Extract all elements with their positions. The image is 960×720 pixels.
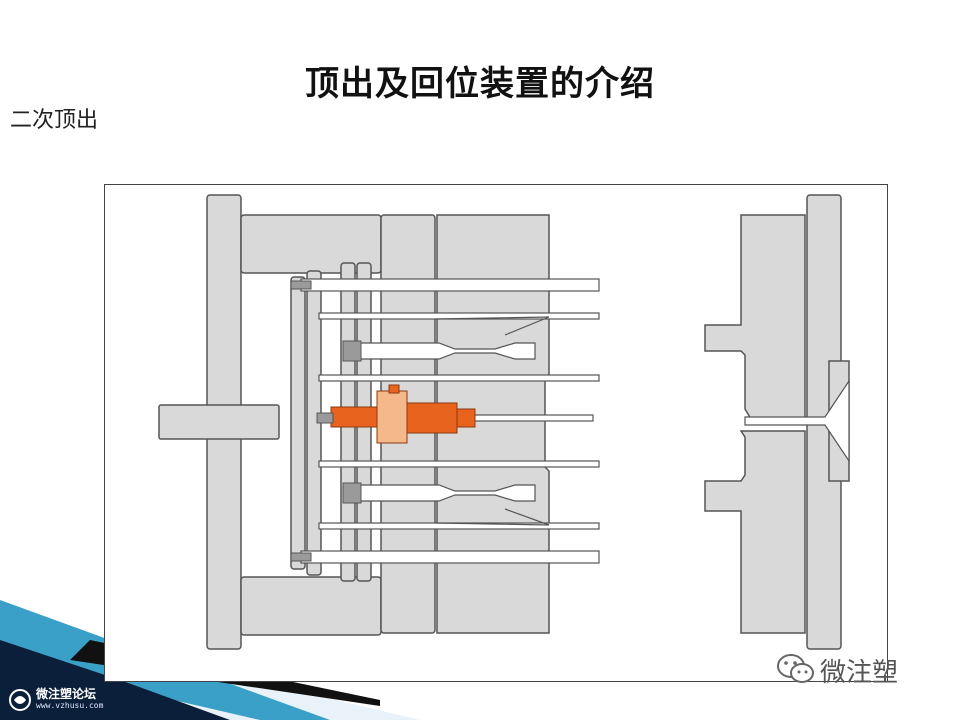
cavity-plate <box>704 214 806 420</box>
runner-pin <box>350 342 536 360</box>
wechat-icon <box>777 654 814 683</box>
slide-title: 顶出及回位装置的介绍 <box>305 64 655 104</box>
ejector-pin <box>300 550 600 564</box>
ejector-plate-1 <box>290 276 306 570</box>
slide-subtitle: 二次顶出 <box>10 108 99 133</box>
mold-diagram <box>158 194 850 650</box>
secondary-ejector <box>330 384 476 444</box>
forum-logo[interactable]: 微注塑论坛 www.vzhusu.com <box>6 684 146 718</box>
ejector-rod <box>158 404 280 440</box>
ejector-pin <box>318 374 600 382</box>
ejector-pin <box>318 460 600 468</box>
forum-logo-name: 微注塑论坛 <box>36 687 97 701</box>
wechat-watermark-text: 微注塑 <box>820 658 899 688</box>
forum-logo-icon <box>9 689 31 711</box>
mold-diagram-frame <box>104 184 888 682</box>
sprue-channel <box>744 379 850 463</box>
ejector-pin <box>300 278 600 292</box>
runner-pin <box>350 484 536 502</box>
cavity-plate-lower <box>704 430 806 634</box>
forum-logo-url: www.vzhusu.com <box>36 701 104 710</box>
spacer-block-bottom <box>240 576 382 636</box>
